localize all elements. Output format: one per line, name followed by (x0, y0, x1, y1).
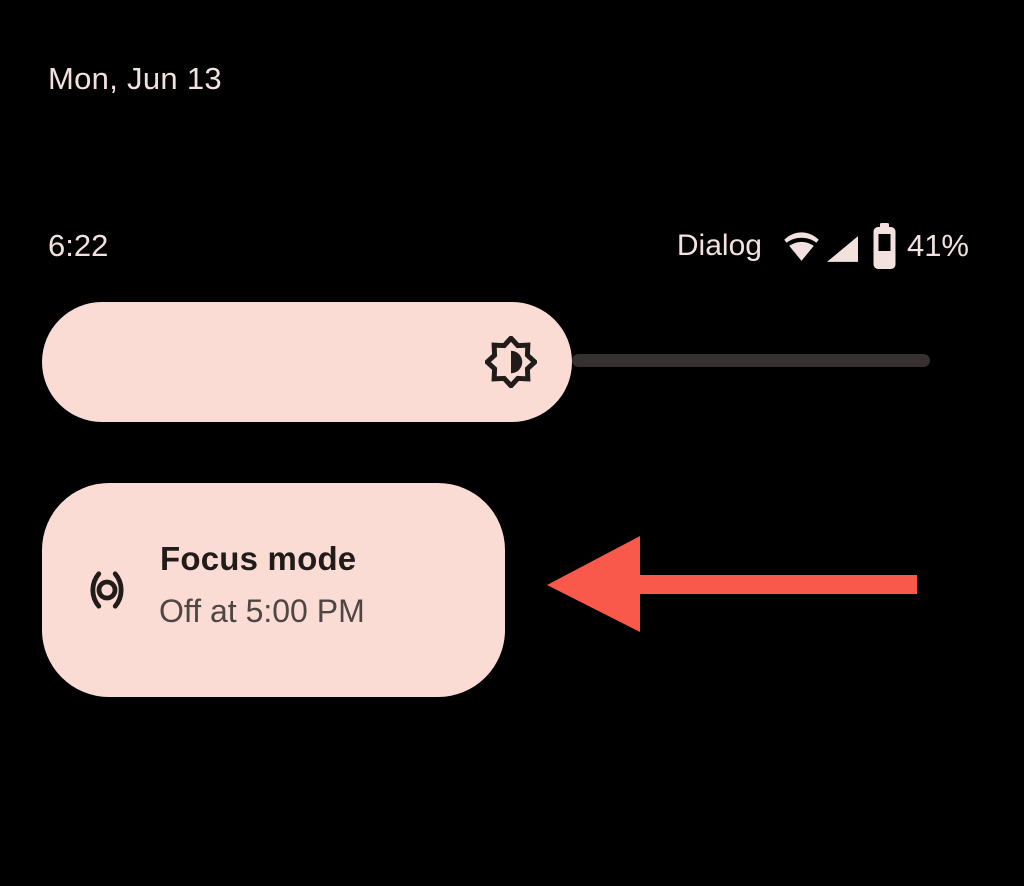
brightness-slider-fill[interactable] (42, 302, 572, 422)
status-bar: 6:22 Dialog 41% (48, 222, 969, 270)
focus-tile-title: Focus mode (160, 540, 357, 577)
focus-tile-subtitle: Off at 5:00 PM (159, 593, 365, 629)
focus-mode-icon (90, 571, 124, 609)
clock: 6:22 (48, 228, 109, 263)
left-arrow-annotation (547, 536, 917, 632)
brightness-slider[interactable] (42, 302, 930, 422)
battery-icon (873, 223, 896, 269)
brightness-auto-icon (485, 336, 537, 388)
cell-signal-icon (826, 235, 858, 262)
date-label: Mon, Jun 13 (48, 61, 222, 96)
focus-mode-tile[interactable]: Focus mode Off at 5:00 PM (42, 483, 505, 697)
wifi-icon (784, 232, 819, 261)
brightness-slider-track[interactable] (572, 354, 930, 367)
battery-percent-label: 41% (906, 228, 969, 263)
carrier-label: Dialog (676, 229, 762, 262)
